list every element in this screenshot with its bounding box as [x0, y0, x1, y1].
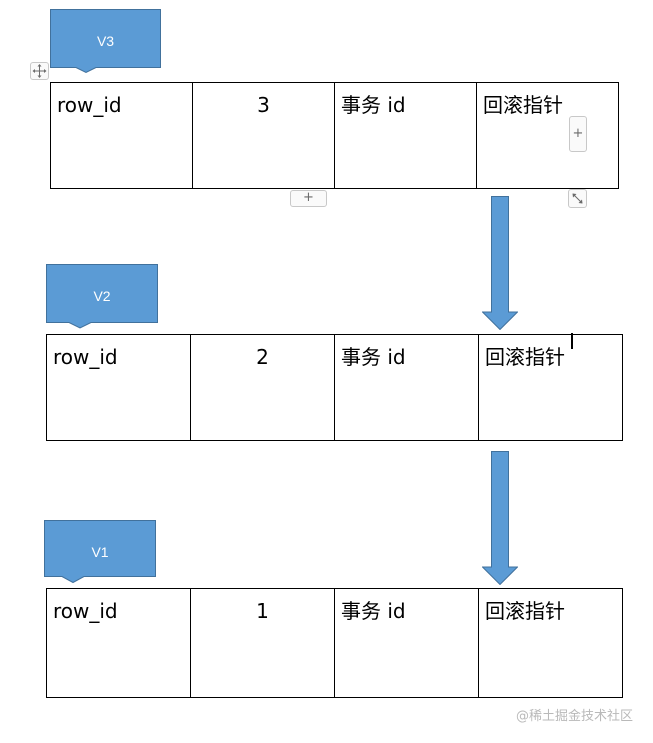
rollback-pointer-cell[interactable]: 回滚指针	[478, 588, 623, 698]
callout-v3-label: V3	[96, 33, 115, 49]
row-id-value-cell[interactable]: 3	[192, 82, 335, 189]
rollback-pointer-cell[interactable]: 回滚指针	[478, 334, 623, 441]
row-id-label-cell[interactable]: row_id	[46, 588, 191, 698]
move-handle-icon[interactable]	[30, 62, 49, 80]
version-row-v2: row_id 2 事务 id 回滚指针	[46, 334, 623, 441]
version-row-v3: row_id 3 事务 id 回滚指针	[50, 82, 619, 189]
resize-handle-icon[interactable]	[568, 189, 587, 208]
down-arrow-icon	[481, 451, 519, 586]
row-id-label-cell[interactable]: row_id	[50, 82, 193, 189]
text-cursor	[571, 333, 573, 349]
table-row: row_id 1 事务 id 回滚指针	[46, 588, 623, 698]
watermark: @稀土掘金技术社区	[515, 709, 633, 724]
callout-v1: V1	[44, 520, 156, 584]
rollback-pointer-cell[interactable]: 回滚指针	[476, 82, 619, 189]
callout-v1-label: V1	[91, 544, 109, 560]
trx-id-cell[interactable]: 事务 id	[334, 334, 479, 441]
callout-v3-shape	[50, 9, 161, 74]
add-row-button[interactable]: +	[290, 190, 327, 207]
table-row: row_id 3 事务 id 回滚指针	[50, 82, 619, 189]
callout-v1-shape	[44, 520, 156, 584]
table-row: row_id 2 事务 id 回滚指针	[46, 334, 623, 441]
add-column-button[interactable]: +	[569, 116, 587, 152]
row-id-value-cell[interactable]: 1	[190, 588, 335, 698]
callout-v3: V3	[50, 9, 161, 74]
down-arrow-icon	[481, 196, 519, 331]
callout-v2: V2	[46, 264, 158, 329]
callout-v2-label: V2	[93, 288, 111, 304]
row-id-label-cell[interactable]: row_id	[46, 334, 191, 441]
version-row-v1: row_id 1 事务 id 回滚指针	[46, 588, 623, 698]
trx-id-cell[interactable]: 事务 id	[334, 82, 477, 189]
row-id-value-cell[interactable]: 2	[190, 334, 335, 441]
callout-v2-shape	[46, 264, 158, 329]
trx-id-cell[interactable]: 事务 id	[334, 588, 479, 698]
